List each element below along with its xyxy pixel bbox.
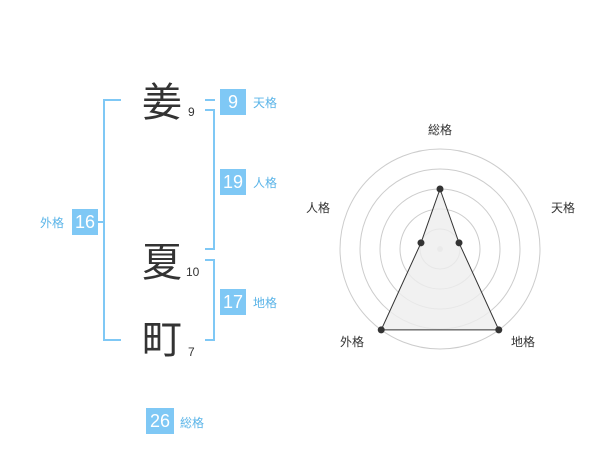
radar-grid-ring <box>399 208 481 290</box>
radar-axis-label-gaikaku: 外格 <box>340 335 365 349</box>
radar-axis-label-chikaku: 地格 <box>511 335 536 349</box>
radar-center-dot <box>437 246 443 252</box>
radar-grid <box>339 148 541 350</box>
tenkaku-label: 天格 <box>253 96 278 110</box>
name-char-2: 夏 <box>142 240 182 286</box>
radar-grid-ring <box>419 228 461 270</box>
radar-point-2 <box>495 326 503 334</box>
radar-point-0 <box>436 185 444 193</box>
radar-axis-label-soukaku: 総格 <box>428 123 453 137</box>
jinkaku-badge: 19 <box>220 169 246 195</box>
radar-grid-ring <box>379 188 501 310</box>
jinkaku-bracket <box>205 109 215 250</box>
stroke-count-2: 10 <box>186 265 200 279</box>
gaikaku-label: 外格 <box>40 216 65 230</box>
radar-axis-label-jinkaku: 人格 <box>306 201 331 215</box>
chikaku-bracket <box>205 259 215 341</box>
tenkaku-bracket <box>205 99 215 101</box>
name-char-3: 町 <box>142 317 182 363</box>
radar-grid-ring <box>339 148 541 350</box>
gaikaku-bracket <box>103 99 121 341</box>
stroke-count-3: 7 <box>188 345 195 359</box>
radar-point-3 <box>377 326 385 334</box>
stroke-count-1: 9 <box>188 105 195 119</box>
radar-point-4 <box>417 239 425 247</box>
chikaku-label: 地格 <box>253 296 278 310</box>
name-char-1: 姜 <box>142 80 182 126</box>
radar-area <box>380 187 500 331</box>
radar-point-1 <box>455 239 463 247</box>
radar-grid-ring <box>359 168 521 330</box>
soukaku-badge: 26 <box>146 408 174 434</box>
radar-axis-label-tenkaku: 天格 <box>551 201 576 215</box>
soukaku-label: 総格 <box>180 416 205 430</box>
gaikaku-connector <box>98 221 105 223</box>
gaikaku-badge: 16 <box>72 209 98 235</box>
radar-points <box>377 185 503 334</box>
jinkaku-label: 人格 <box>253 176 278 190</box>
chikaku-badge: 17 <box>220 289 246 315</box>
tenkaku-badge: 9 <box>220 89 246 115</box>
